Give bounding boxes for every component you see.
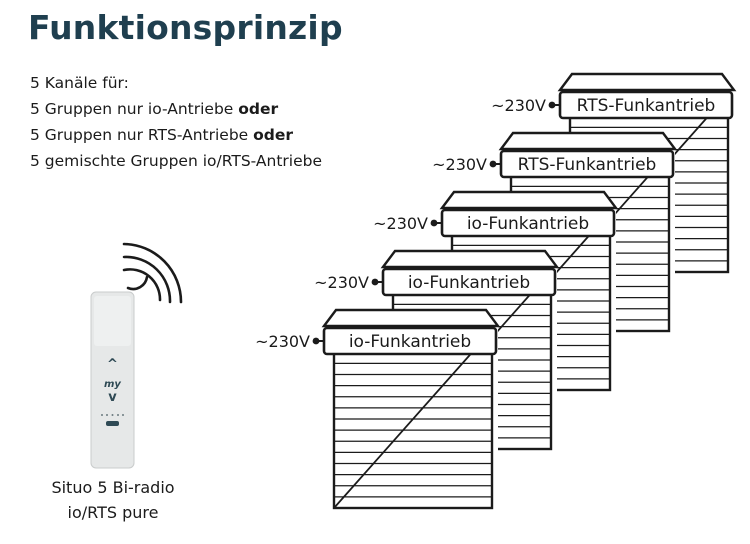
- motor-label: io-Funkantrieb: [467, 214, 589, 234]
- motor-housing: [380, 249, 560, 269]
- motor-housing: [439, 190, 619, 210]
- description-line: 5 Gruppen nur RTS-Antriebe oder: [30, 122, 322, 148]
- motor-housing: [321, 308, 501, 328]
- description-text: 5 Kanäle für:: [30, 74, 129, 92]
- voltage-label: ~230V: [255, 332, 310, 351]
- description-line: 5 Gruppen nur io-Antriebe oder: [30, 96, 322, 122]
- emphasis-text: oder: [253, 126, 294, 144]
- shutter-unit: io-Funkantrieb ~230V: [255, 308, 501, 512]
- remote-caption-line: Situo 5 Bi-radio: [51, 478, 175, 497]
- down-arrow-icon[interactable]: v: [108, 390, 117, 405]
- remote-caption: Situo 5 Bi-radio io/RTS pure: [18, 475, 208, 525]
- motor-label: RTS-Funkantrieb: [577, 96, 716, 116]
- motor-label: RTS-Funkantrieb: [518, 155, 657, 175]
- remote-control[interactable]: ^ my v: [90, 291, 135, 469]
- channel-select-button[interactable]: [106, 421, 119, 426]
- motor-label: io-Funkantrieb: [349, 332, 471, 352]
- channel-dots-icon: [101, 414, 124, 416]
- motor-housing: [557, 72, 737, 92]
- description-text: 5 gemischte Gruppen io/RTS-Antriebe: [30, 152, 323, 170]
- description-text: 5 Gruppen nur io-Antriebe: [30, 100, 239, 118]
- motor-label: io-Funkantrieb: [408, 273, 530, 293]
- voltage-label: ~230V: [432, 155, 487, 174]
- page-title: Funktionsprinzip: [28, 8, 343, 47]
- description-line: 5 Kanäle für:: [30, 70, 322, 96]
- up-arrow-icon[interactable]: ^: [107, 357, 118, 372]
- remote-caption-line: io/RTS pure: [67, 503, 159, 522]
- emphasis-text: oder: [238, 100, 279, 118]
- description-line: 5 gemischte Gruppen io/RTS-Antriebe: [30, 148, 322, 174]
- voltage-label: ~230V: [491, 96, 546, 115]
- voltage-label: ~230V: [314, 273, 369, 292]
- shutter-diagonal: [333, 329, 493, 509]
- description-text: 5 Gruppen nur RTS-Antriebe: [30, 126, 254, 144]
- shutter-units: RTS-Funkantrieb ~230V RTS-Funkantrieb ~230V…: [255, 72, 737, 512]
- description-block: 5 Kanäle für: 5 Gruppen nur io-Antriebe …: [30, 70, 322, 174]
- my-button[interactable]: my: [104, 379, 121, 390]
- voltage-label: ~230V: [373, 214, 428, 233]
- radio-waves-icon: [122, 242, 183, 304]
- motor-housing: [498, 131, 678, 151]
